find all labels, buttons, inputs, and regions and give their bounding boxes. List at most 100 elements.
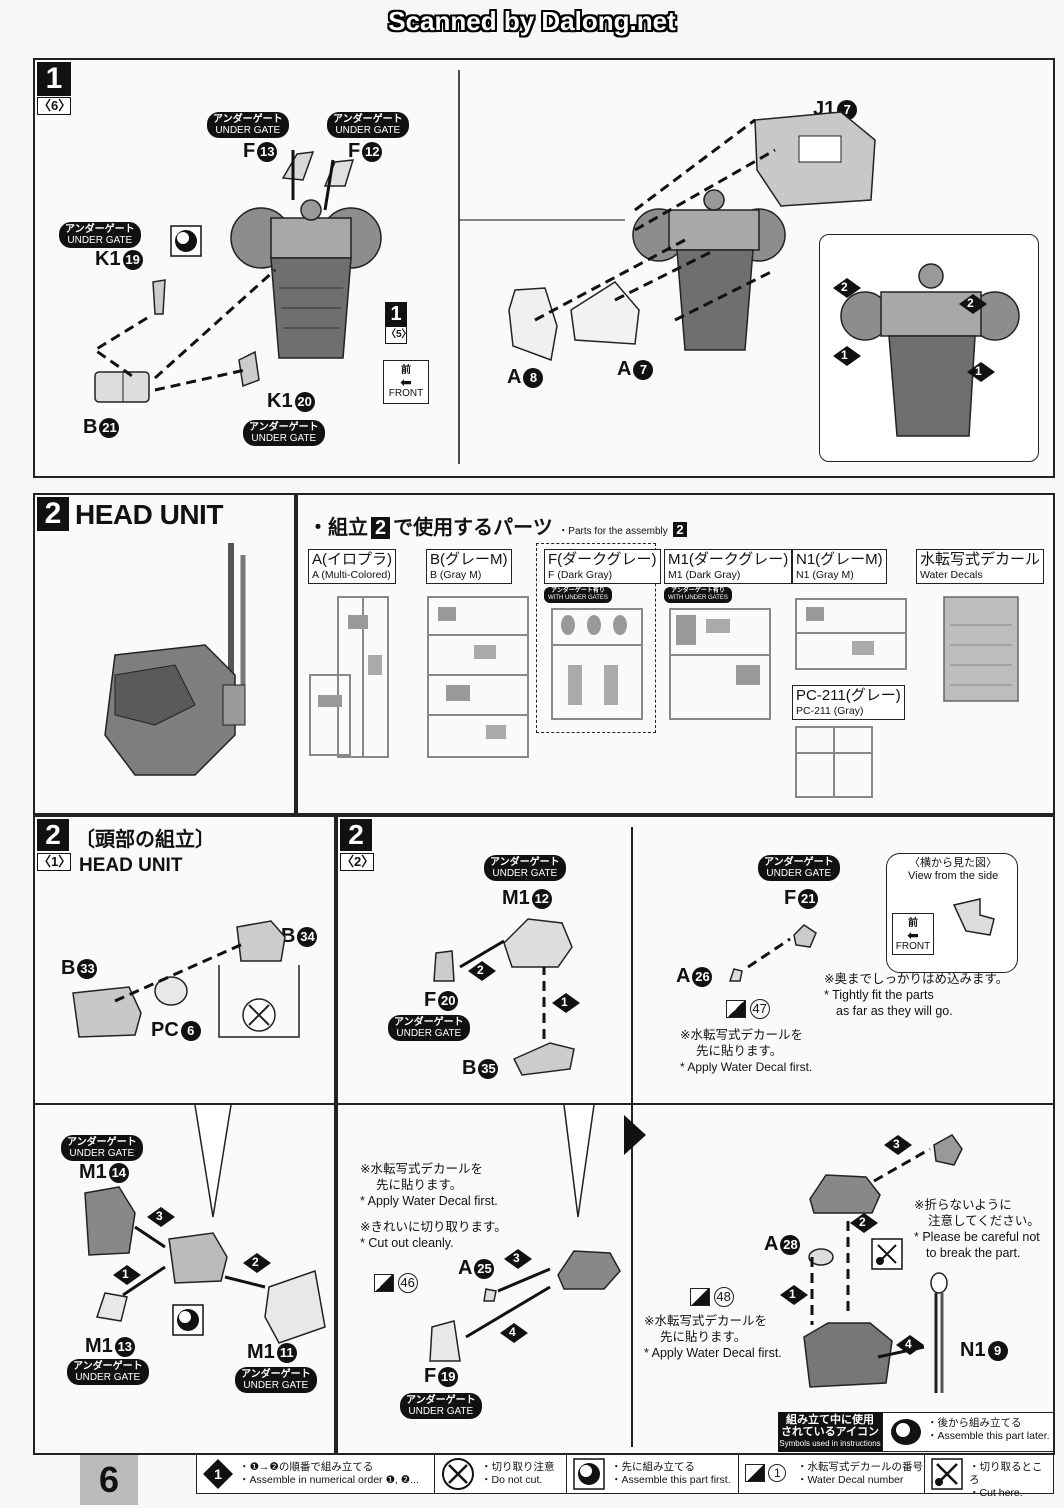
legend-order-en: ・Assemble in numerical order ❶, ❷... [239,1474,419,1486]
step1-ref-sub: 〈5〉 [385,326,412,344]
runner-a-label: A(イロプラ)A (Multi-Colored) [308,549,396,584]
b34-callout [218,965,300,1038]
step2-1-sub: 〈1〉 [37,853,72,871]
side-view-title: 〈横から見た図〉 View from the side [908,857,999,882]
step2-2-hdivider [338,1103,1053,1105]
step2-2-br-order-1: 1 [789,1287,796,1301]
legend-title-box: 組み立て中に使用 されているアイコン Symbols used in instr… [778,1412,882,1452]
runner-f-box [536,543,656,733]
step2-1-order-1: 1 [122,1267,129,1281]
detail-order-2a: 2 [841,280,848,294]
f12-part [323,159,355,187]
page-number: 6 [80,1455,138,1505]
m14-part [84,1186,136,1256]
runner-m1-sprue [669,608,771,720]
j17-part [754,111,876,207]
legend-order: 1 ・❶→❷の順番で組み立てる ・Assemble in numerical o… [197,1455,435,1493]
f20-part [433,950,455,982]
tight-fit-note: ※奥までしっかりはめ込みます。 * Tightly fit the parts … [824,972,1009,1018]
a26-part [728,968,743,982]
step2-2-sub: 〈2〉 [340,853,375,871]
k19-part [152,279,166,315]
step2-1-title-en: HEAD UNIT [79,855,183,876]
assemble-first-legend-icon [573,1458,605,1490]
a28-part [808,1248,834,1266]
m13-part [96,1292,128,1322]
step2-1-number: 2 [37,819,69,851]
step1-divider [458,70,625,464]
step1-left-arrows [92,150,335,392]
f21-part [793,924,817,948]
legend-nocut: ・切り取り注意 ・Do not cut. [435,1455,567,1493]
front-indicator: 前 ⬅ FRONT [383,360,429,404]
step2-2-tl-order-2: 2 [477,963,484,977]
legend-decal-jp: ・水転写式デカールの番号 [797,1461,923,1473]
legend-cut-en: ・Cut here. [969,1487,1023,1499]
step2-2-bl-arrows [465,1249,551,1343]
legend-cut: ・切り取るところ ・Cut here. [925,1455,1052,1499]
head-illustration [104,543,246,776]
callout-wedge [194,1104,232,1218]
detail-torso [840,263,1020,437]
torso-illustration [230,199,382,359]
m11-part [264,1270,326,1344]
step2-1-arrows-top [114,941,246,1003]
legend-cut-jp: ・切り取るところ [969,1461,1043,1486]
pc6-part [154,976,188,1006]
n19-antenna-part [930,1272,948,1393]
decal-note-46: ※水転写式デカールを 先に貼ります。 * Apply Water Decal f… [360,1162,498,1208]
step1-number: 1 [37,62,71,96]
legend-nocut-jp: ・切り取り注意 [481,1461,555,1473]
k20-part [238,350,260,388]
cut-cleanly-note: ※きれいに切り取ります。 * Cut out cleanly. [360,1220,507,1250]
torso-right-illustration [632,189,786,351]
detail-order-2b: 2 [967,296,974,310]
br-head-base [803,1322,893,1388]
next-arrow-icon [624,1115,646,1155]
b33-part [72,986,142,1038]
step2-2-br-order-2: 2 [859,1215,866,1229]
legend-decal-en: ・Water Decal number [797,1474,904,1486]
decal-note-47: ※水転写式デカールを 先に貼ります。 * Apply Water Decal f… [680,1028,813,1074]
legend-bar: 1 ・❶→❷の順番で組み立てる ・Assemble in numerical o… [196,1454,1054,1499]
step2-1-order-icons [113,1207,271,1297]
step2-1-title-jp: 〔頭部の組立〕 [75,829,215,851]
bl-head-part [557,1250,621,1290]
legend-first-jp: ・先に組み立てる [611,1461,695,1473]
step2-header-panel: 2 HEAD UNIT [33,493,296,815]
br-visor-part [809,1174,881,1214]
runner-a-sprue [309,596,389,758]
step1-ref-number: 1 [385,302,407,326]
legend-first: ・先に組み立てる ・Assemble this part first. [567,1455,739,1493]
legend-nocut-en: ・Do not cut. [481,1474,543,1486]
callout-wedge-2 [563,1104,595,1218]
runner-b-sprue [427,596,529,758]
step2-2-br-order-4: 4 [905,1337,912,1351]
decal47-icon: 47 [726,999,770,1019]
runner-b-label: B(グレーM)B (Gray M) [426,549,512,584]
water-decals-sheet [943,596,1019,702]
